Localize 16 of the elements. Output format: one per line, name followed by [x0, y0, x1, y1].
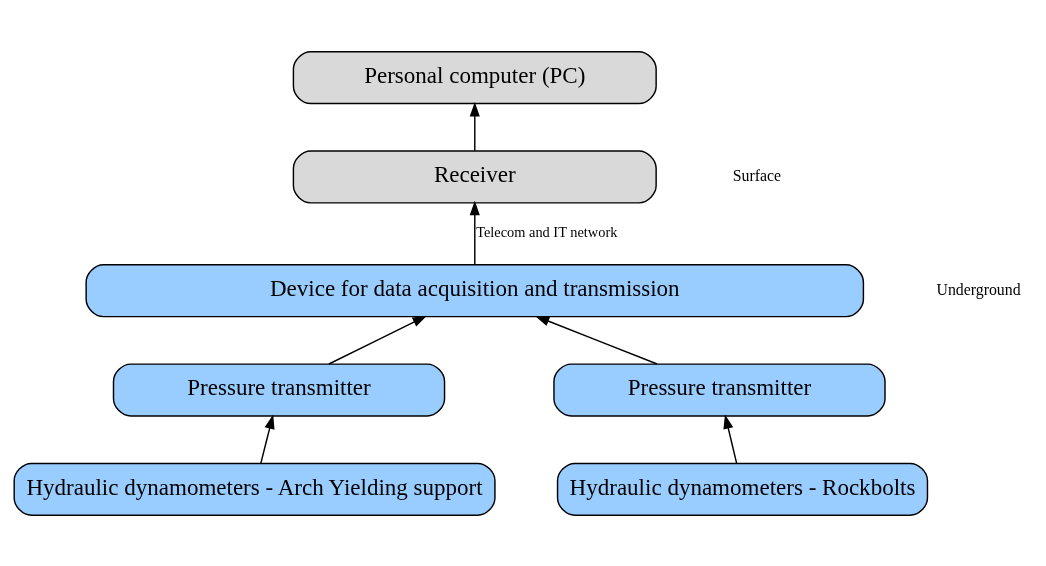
arrow — [723, 413, 738, 464]
label: Underground — [936, 280, 1021, 298]
arrow — [260, 413, 275, 464]
node-box: Hydraulic dynamometers - Rockbolts — [556, 462, 929, 516]
arrow — [328, 315, 427, 365]
arrow — [469, 101, 480, 151]
node-box: Pressure transmitter — [112, 362, 446, 417]
node-box: Personal computer (PC) — [292, 50, 657, 104]
arrow — [469, 200, 480, 265]
label: Surface — [732, 166, 782, 184]
node-box: Receiver — [292, 149, 657, 204]
node-box: Hydraulic dynamometers - Arch Yielding support — [13, 462, 496, 516]
node-box: Pressure transmitter — [553, 362, 886, 417]
edge-label: Telecom and IT network — [476, 223, 618, 240]
arrow — [535, 315, 658, 365]
node-box: Device for data acquisition and transmission — [85, 263, 865, 317]
